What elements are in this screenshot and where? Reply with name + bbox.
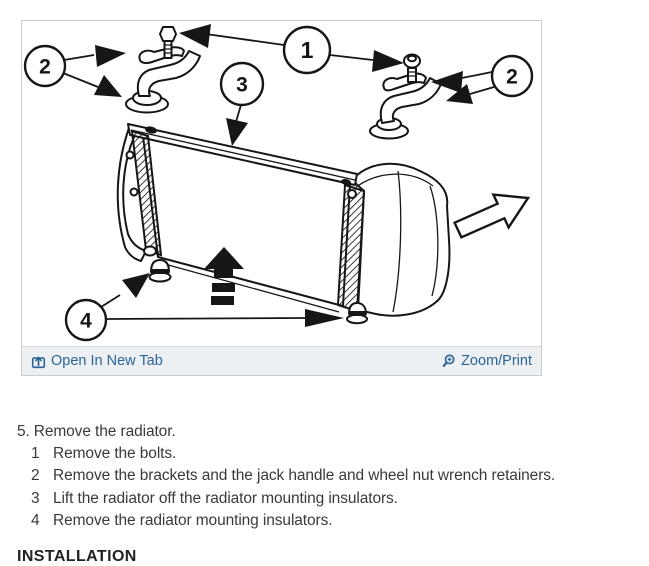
radiator-diagram: 1 2 2 3 4 — [23, 24, 534, 342]
substep-3-number: 3 — [31, 489, 40, 507]
callout-2-right: 2 — [490, 54, 534, 98]
substep-row-3: 3 Lift the radiator off the radiator mou… — [31, 488, 555, 510]
substep-1-text: Remove the bolts. — [53, 445, 177, 462]
fan-shroud — [351, 162, 451, 317]
step-5-number: 5. — [17, 423, 30, 440]
radiator-left-frame — [116, 127, 147, 262]
svg-text:4: 4 — [80, 310, 92, 333]
zoom-print-link[interactable]: Zoom/Print — [441, 354, 532, 369]
figure-viewer: 1 2 2 3 4 — [21, 20, 542, 376]
open-in-new-tab-label: Open In New Tab — [51, 352, 163, 369]
open-in-new-tab-icon — [31, 354, 46, 369]
substep-1-number: 1 — [31, 445, 40, 462]
radiator-core — [127, 123, 358, 313]
zoom-print-label: Zoom/Print — [461, 352, 532, 369]
substep-row-2: 2 Remove the brackets and the jack handl… — [31, 465, 555, 487]
right-bolt — [403, 53, 421, 83]
svg-text:1: 1 — [301, 37, 314, 63]
radiator-diagram-area: 1 2 2 3 4 — [22, 21, 541, 346]
substep-2-number: 2 — [31, 467, 40, 485]
lift-up-arrow — [204, 247, 244, 305]
instruction-step-5: 5.Remove the radiator. 1 Remove the bolt… — [17, 420, 555, 532]
right-bracket-assembly — [369, 53, 442, 140]
substep-2-text: Remove the brackets and the jack handle … — [53, 467, 556, 485]
substep-4-text: Remove the radiator mounting insulators. — [53, 511, 333, 529]
callout-arrowheads — [94, 24, 473, 327]
mount-hole-right — [341, 178, 351, 186]
left-bracket-assembly — [125, 26, 201, 114]
callout-2-left: 2 — [23, 44, 67, 88]
radiator-left-tank — [125, 129, 163, 257]
open-in-new-tab-link[interactable]: Open In New Tab — [31, 354, 163, 369]
callout-3: 3 — [219, 61, 265, 107]
callout-1: 1 — [282, 25, 332, 75]
installation-heading: INSTALLATION — [17, 548, 137, 565]
callout-4: 4 — [64, 298, 108, 342]
left-bolt — [159, 26, 177, 59]
svg-text:3: 3 — [236, 74, 248, 97]
step-5-text: Remove the radiator. — [33, 423, 176, 440]
svg-text:2: 2 — [506, 66, 518, 89]
left-mounting-insulator — [148, 259, 172, 283]
removal-direction-arrow — [452, 193, 531, 239]
substep-4-number: 4 — [31, 511, 40, 529]
substep-row-4: 4 Remove the radiator mounting insulator… — [31, 510, 555, 532]
substep-3-text: Lift the radiator off the radiator mount… — [53, 489, 398, 507]
magnifier-plus-icon — [441, 354, 456, 369]
mount-hole-left — [145, 126, 157, 134]
viewer-footer: Open In New Tab Zoom/Print — [22, 346, 541, 375]
right-mounting-insulator — [346, 302, 368, 325]
substep-row-1: 1 Remove the bolts. — [31, 443, 555, 465]
callout-pointer-lines — [62, 33, 495, 320]
step-5-title: 5.Remove the radiator. — [17, 420, 555, 443]
svg-text:2: 2 — [39, 56, 51, 79]
